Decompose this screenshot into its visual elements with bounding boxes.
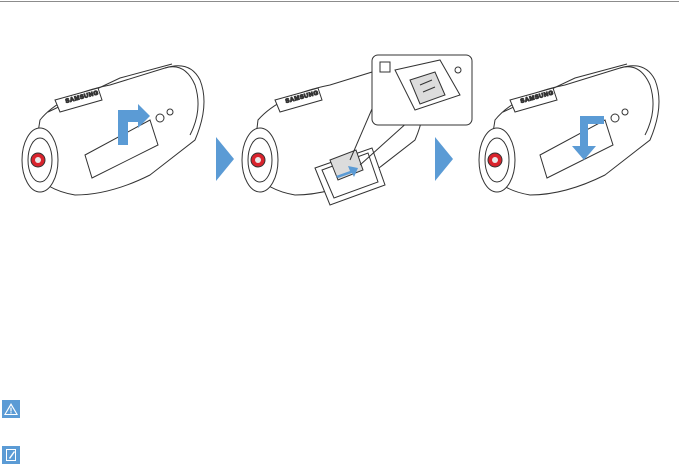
warning-triangle-icon: [2, 400, 20, 418]
camcorder-1: SAMSUNG: [21, 63, 205, 196]
pencil-note-icon: [2, 446, 20, 464]
step-arrow-1: [216, 137, 234, 181]
insert-card-arrow: [336, 166, 358, 178]
camcorder-3: SAMSUNG: [478, 63, 660, 196]
close-cover-arrow: [572, 116, 604, 160]
open-cover-arrow: [118, 104, 150, 145]
zoom-inset: [371, 54, 473, 126]
step-arrow-2: [435, 137, 453, 181]
top-rule: [0, 1, 679, 2]
